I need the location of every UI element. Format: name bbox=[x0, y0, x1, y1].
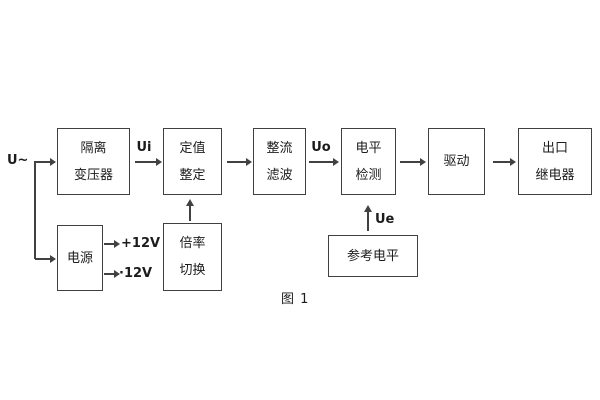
block-level-detect-line2: 检测 bbox=[355, 167, 382, 183]
block-setting-adjust-line2: 整定 bbox=[179, 167, 206, 183]
label-ui: Ui bbox=[136, 140, 152, 155]
block-power-supply: 电源 bbox=[57, 225, 103, 291]
figure-caption: 图 1 bbox=[281, 292, 310, 307]
block-ratio-switch: 倍率 切换 bbox=[163, 223, 222, 291]
block-isolation-transformer-line1: 隔离 bbox=[80, 140, 107, 156]
block-ratio-switch-line1: 倍率 bbox=[179, 236, 206, 251]
block-level-detect: 电平 检测 bbox=[341, 128, 396, 195]
arrow-input-to-power bbox=[35, 255, 56, 262]
arrow-ratio-to-setting bbox=[186, 199, 193, 221]
arrow-drive-to-relay bbox=[493, 158, 516, 165]
block-drive: 驱动 bbox=[428, 128, 485, 195]
label-input-voltage: U~ bbox=[7, 153, 29, 168]
arrow-minus12v bbox=[104, 270, 120, 277]
block-setting-adjust: 定值 整定 bbox=[163, 128, 222, 195]
block-isolation-transformer: 隔离 变压器 bbox=[57, 128, 130, 195]
label-minus12v: ·12V bbox=[119, 266, 153, 281]
label-uo: Uo bbox=[311, 140, 331, 155]
block-rectifier-filter-line2: 滤波 bbox=[266, 167, 293, 183]
block-output-relay-line2: 继电器 bbox=[535, 167, 575, 183]
arrow-ue bbox=[364, 205, 371, 231]
block-output-relay-line1: 出口 bbox=[541, 140, 568, 156]
block-reference-level: 参考电平 bbox=[328, 235, 418, 277]
block-level-detect-line1: 电平 bbox=[355, 140, 382, 156]
block-drive-line1: 驱动 bbox=[443, 154, 470, 169]
input-branch-line bbox=[34, 161, 36, 259]
arrow-setting-to-rectifier bbox=[227, 158, 252, 165]
arrow-detect-to-drive bbox=[400, 158, 426, 165]
block-rectifier-filter: 整流 滤波 bbox=[253, 128, 306, 195]
arrow-uo bbox=[309, 158, 339, 165]
arrow-plus12v bbox=[104, 240, 120, 247]
block-rectifier-filter-line1: 整流 bbox=[266, 140, 293, 156]
block-reference-level-line1: 参考电平 bbox=[346, 248, 399, 264]
label-plus12v: +12V bbox=[121, 236, 161, 251]
label-ue: Ue bbox=[375, 212, 395, 227]
arrow-input-to-transformer bbox=[35, 158, 56, 165]
arrow-ui bbox=[135, 158, 162, 165]
block-isolation-transformer-line2: 变压器 bbox=[73, 167, 113, 183]
block-setting-adjust-line1: 定值 bbox=[179, 140, 206, 156]
block-power-supply-line1: 电源 bbox=[66, 250, 93, 266]
block-ratio-switch-line2: 切换 bbox=[179, 263, 206, 278]
block-output-relay: 出口 继电器 bbox=[518, 128, 592, 195]
